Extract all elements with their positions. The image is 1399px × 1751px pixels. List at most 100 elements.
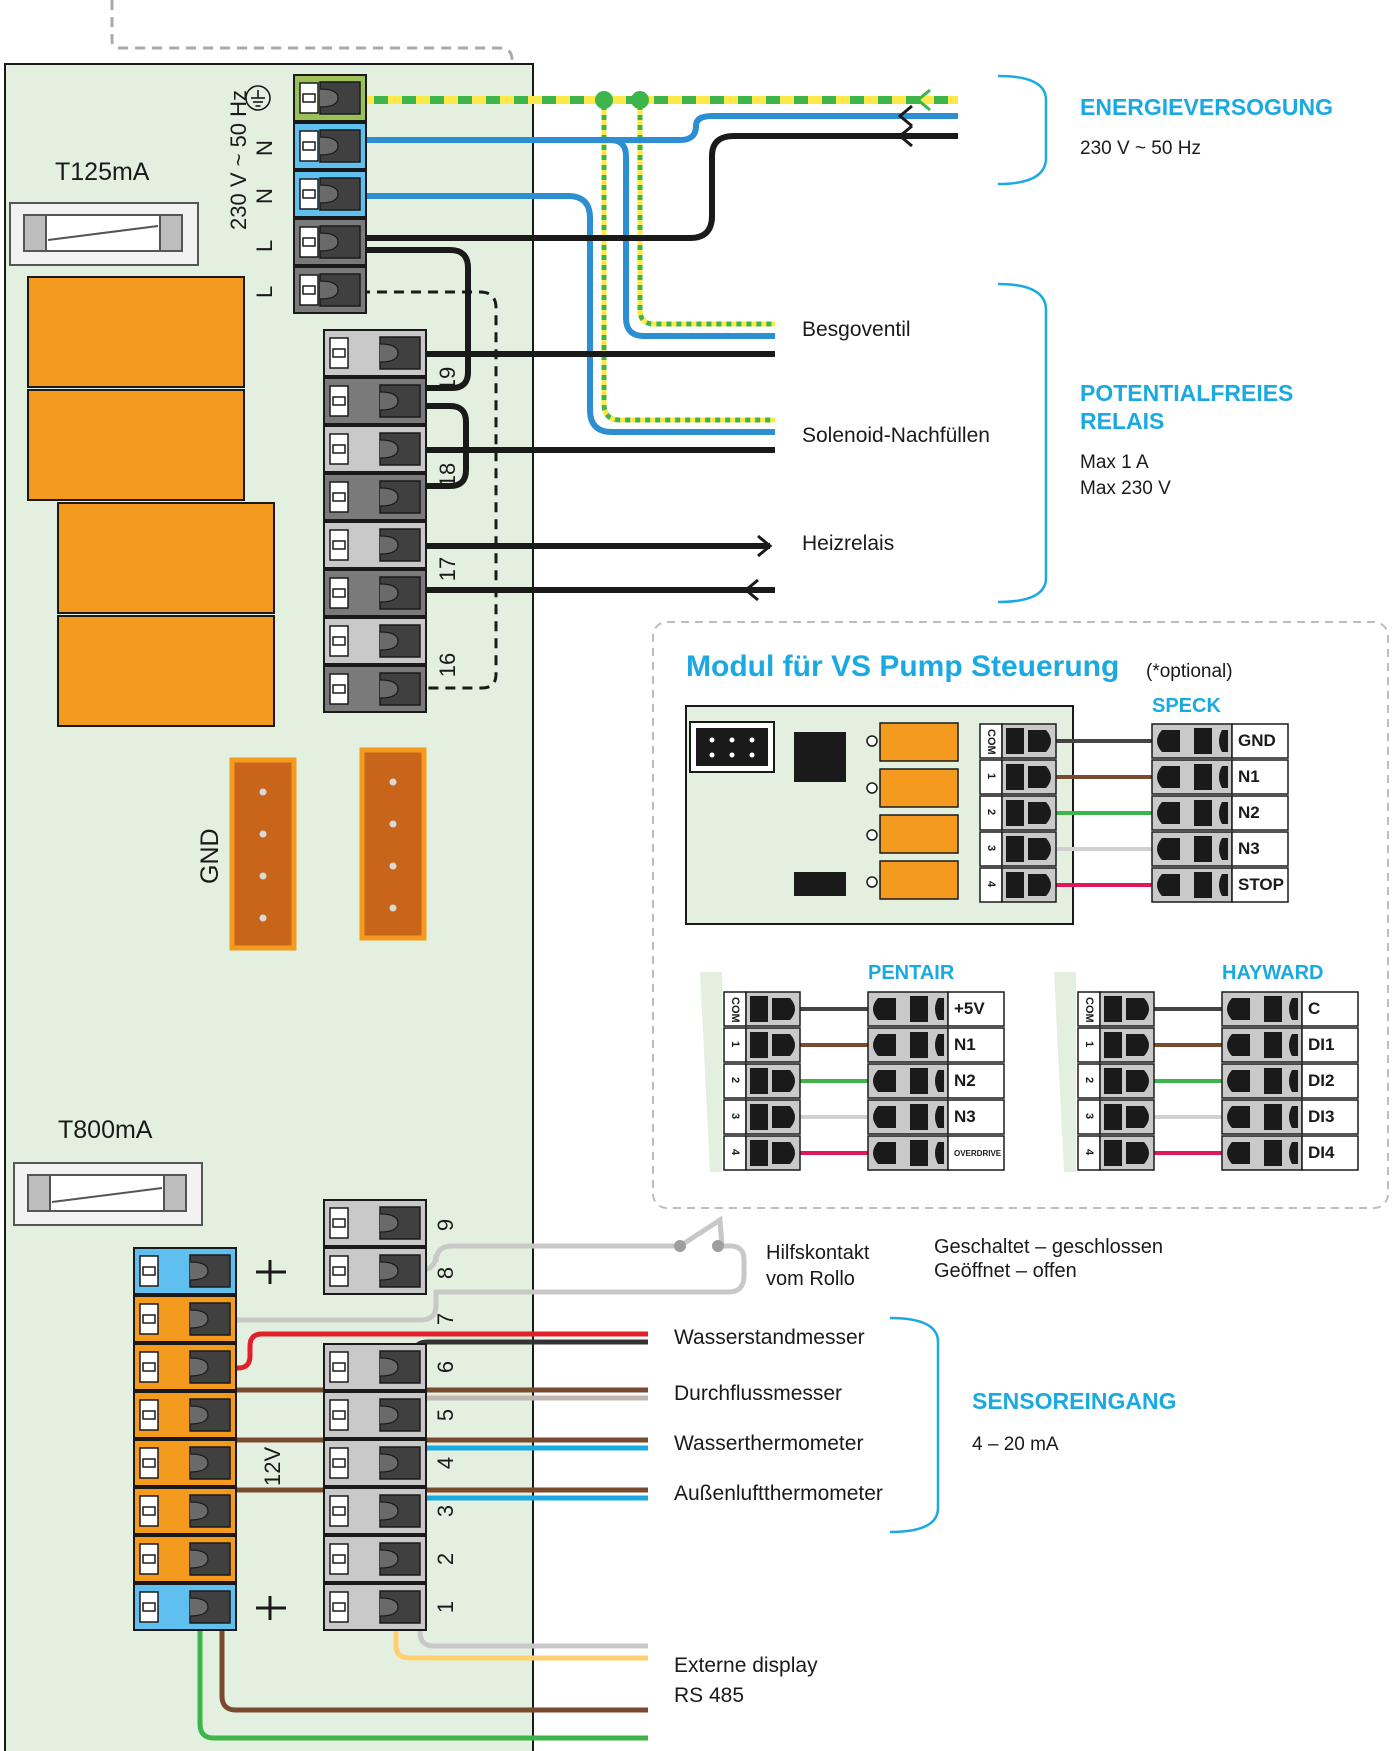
module-optional: (*optional)	[1146, 661, 1233, 682]
terminal-number-3: 3	[433, 1504, 459, 1518]
power12v-terminal-1	[133, 1247, 237, 1295]
module-pin-5	[979, 867, 1057, 903]
module-pin-2-label: 1	[985, 772, 997, 780]
sensor-label-aussenluft: Außenluftthermometer	[674, 1482, 883, 1505]
display-line2: RS 485	[674, 1684, 745, 1707]
power-terminal-2	[293, 122, 367, 170]
pentair-module-pin-5-label: 4	[729, 1148, 741, 1156]
hayward-module-pin-4-label: 3	[1083, 1112, 1095, 1120]
pentair-module-pin-2-label: 1	[729, 1040, 741, 1048]
speck-pin-3-label: N2	[1238, 803, 1260, 822]
aux-note-line1: Geschaltet – geschlossen	[934, 1236, 1164, 1258]
pentair-pin-3	[867, 1063, 1005, 1099]
pentair-module-pin-3-label: 2	[729, 1076, 741, 1084]
sensor-terminal-4	[323, 1439, 427, 1487]
dashed-link-16	[360, 290, 498, 690]
power-terminal-3	[293, 170, 367, 218]
aux-label-line2: vom Rollo	[766, 1268, 855, 1290]
fuse-bottom-label: T800mA	[58, 1116, 153, 1144]
power-terminal-4	[293, 218, 367, 266]
terminal-number-5: 5	[433, 1408, 459, 1422]
relay-number-19: 19	[435, 366, 461, 392]
power12v-terminal-2	[133, 1295, 237, 1343]
aux-note-line2: Geöffnet – offen	[934, 1260, 1077, 1282]
module-title: Modul für VS Pump Steuerung	[686, 650, 1120, 683]
relay-terminal-5	[323, 521, 427, 569]
pentair-module-pin-1-label: COM	[729, 997, 741, 1023]
module-terminals	[979, 723, 1289, 903]
terminal-number-1: 1	[433, 1600, 459, 1614]
speck-pin-2-label: N1	[1238, 767, 1260, 786]
aux-terminal-9	[323, 1199, 427, 1247]
relay-terminal-2	[323, 377, 427, 425]
bracket-relay	[997, 282, 1048, 604]
sensor-terminal-2	[323, 1535, 427, 1583]
sensor-heading: SENSOREINGANG	[972, 1388, 1177, 1414]
pentair-pin-5-label: OVERDRIVE	[954, 1149, 1002, 1158]
sensor-label-wasserthermometer: Wasserthermometer	[674, 1432, 864, 1455]
hayward-pin-3-label: DI2	[1308, 1071, 1335, 1090]
pentair-module-pin-2	[723, 1027, 801, 1063]
hayward-pin-2-label: DI1	[1308, 1035, 1335, 1054]
pentair-module-pin-3	[723, 1063, 801, 1099]
aux-terminal-block	[323, 1199, 427, 1295]
speck-pin-4-label: N3	[1238, 839, 1260, 858]
live-wires	[360, 133, 958, 593]
relay-terminal-4	[323, 473, 427, 521]
speck-pin-5	[1151, 867, 1289, 903]
relay-terminal-3	[323, 425, 427, 473]
hayward-module-pin-1	[1077, 991, 1155, 1027]
relay-terminal-1	[323, 329, 427, 377]
pentair-terminals	[723, 991, 1005, 1171]
hayward-pin-1-label: C	[1308, 999, 1321, 1018]
power-pin-3: L	[252, 239, 277, 252]
relay-heading-line2: RELAIS	[1080, 408, 1165, 434]
energy-spec: 230 V ~ 50 Hz	[1080, 138, 1201, 159]
hayward-module-pin-2-label: 1	[1083, 1040, 1095, 1048]
power-pin-2: N	[252, 188, 277, 204]
pentair-heading: PENTAIR	[868, 962, 955, 984]
relay-terminal-8	[323, 665, 427, 713]
hayward-terminals	[1077, 991, 1359, 1171]
sensor-terminal-5	[323, 1391, 427, 1439]
power12v-terminal-7	[133, 1535, 237, 1583]
relay-spec-line1: Max 1 A	[1080, 452, 1149, 473]
hayward-pin-4	[1221, 1099, 1359, 1135]
hayward-heading: HAYWARD	[1222, 962, 1324, 984]
hayward-pin-5	[1221, 1135, 1359, 1171]
hayward-pin-3	[1221, 1063, 1359, 1099]
pentair-pin-5	[867, 1135, 1005, 1171]
power-terminal-1	[293, 74, 367, 122]
relay-number-17: 17	[435, 556, 461, 582]
energy-heading: ENERGIEVERSOGUNG	[1080, 94, 1334, 120]
fuse-top-label: T125mA	[55, 158, 150, 186]
module-pin-4	[979, 831, 1057, 867]
relay-blocks	[27, 276, 275, 727]
pentair-module-pin-1	[723, 991, 801, 1027]
fuse-t125	[9, 202, 199, 266]
power12v-terminal-4	[133, 1391, 237, 1439]
sensor-terminal-1	[323, 1583, 427, 1631]
hayward-module-pin-5-label: 4	[1083, 1148, 1095, 1156]
gnd-connector-left	[229, 757, 297, 951]
sensor-terminal-6	[323, 1343, 427, 1391]
12v-terminal-block	[133, 1247, 237, 1631]
hayward-module-pin-4	[1077, 1099, 1155, 1135]
pentair-pin-1-label: +5V	[954, 999, 985, 1018]
pentair-module-pin-4	[723, 1099, 801, 1135]
module-pin-1	[979, 723, 1057, 759]
relay-number-16: 16	[435, 652, 461, 678]
label-heizrelais: Heizrelais	[802, 532, 895, 555]
hayward-module-pin-5	[1077, 1135, 1155, 1171]
terminal-number-2: 2	[433, 1552, 459, 1566]
speck-pin-1-label: GND	[1238, 731, 1276, 750]
power12v-terminal-8	[133, 1583, 237, 1631]
bracket-sensor	[889, 1316, 940, 1534]
bracket-energy	[997, 74, 1048, 186]
power-pin-1: N	[252, 140, 277, 156]
terminal-number-6: 6	[433, 1360, 459, 1374]
relay-terminal-7	[323, 617, 427, 665]
hayward-module-pin-3	[1077, 1063, 1155, 1099]
vs-pump-module-board	[685, 705, 1074, 925]
